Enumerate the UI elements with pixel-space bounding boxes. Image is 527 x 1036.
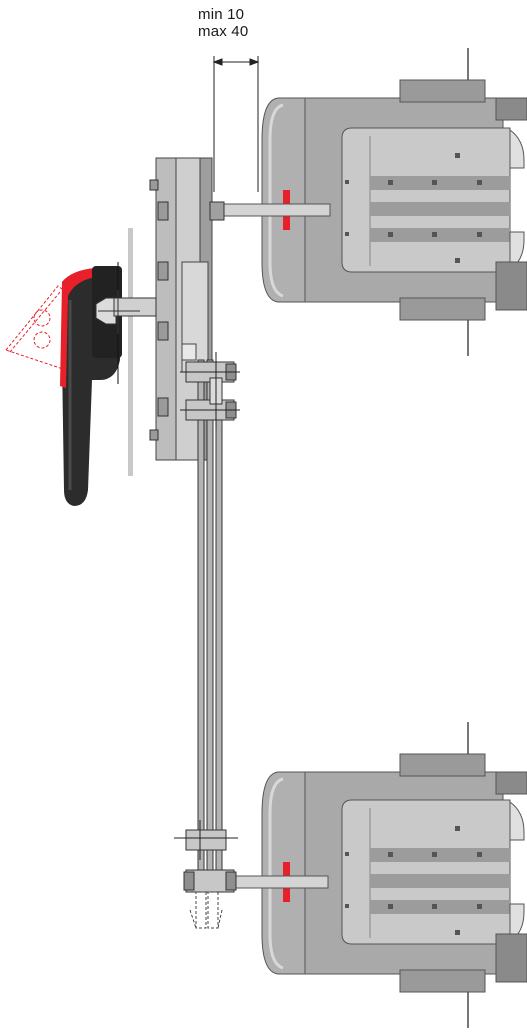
lower-shaft: [231, 875, 329, 889]
upper-linkage: [180, 352, 240, 430]
dimension-min-label: min 10: [198, 6, 245, 23]
lower-switch-body: [261, 722, 527, 1028]
dimension-max-label: max 40: [198, 23, 249, 40]
connecting-rods: [197, 359, 223, 881]
lower-linkage: [174, 820, 238, 929]
upper-switch-body: [261, 48, 527, 356]
door-panel: [128, 228, 133, 476]
dimension-line: [212, 56, 260, 192]
upper-shaft: [221, 203, 331, 217]
rotary-handle: [5, 262, 157, 506]
